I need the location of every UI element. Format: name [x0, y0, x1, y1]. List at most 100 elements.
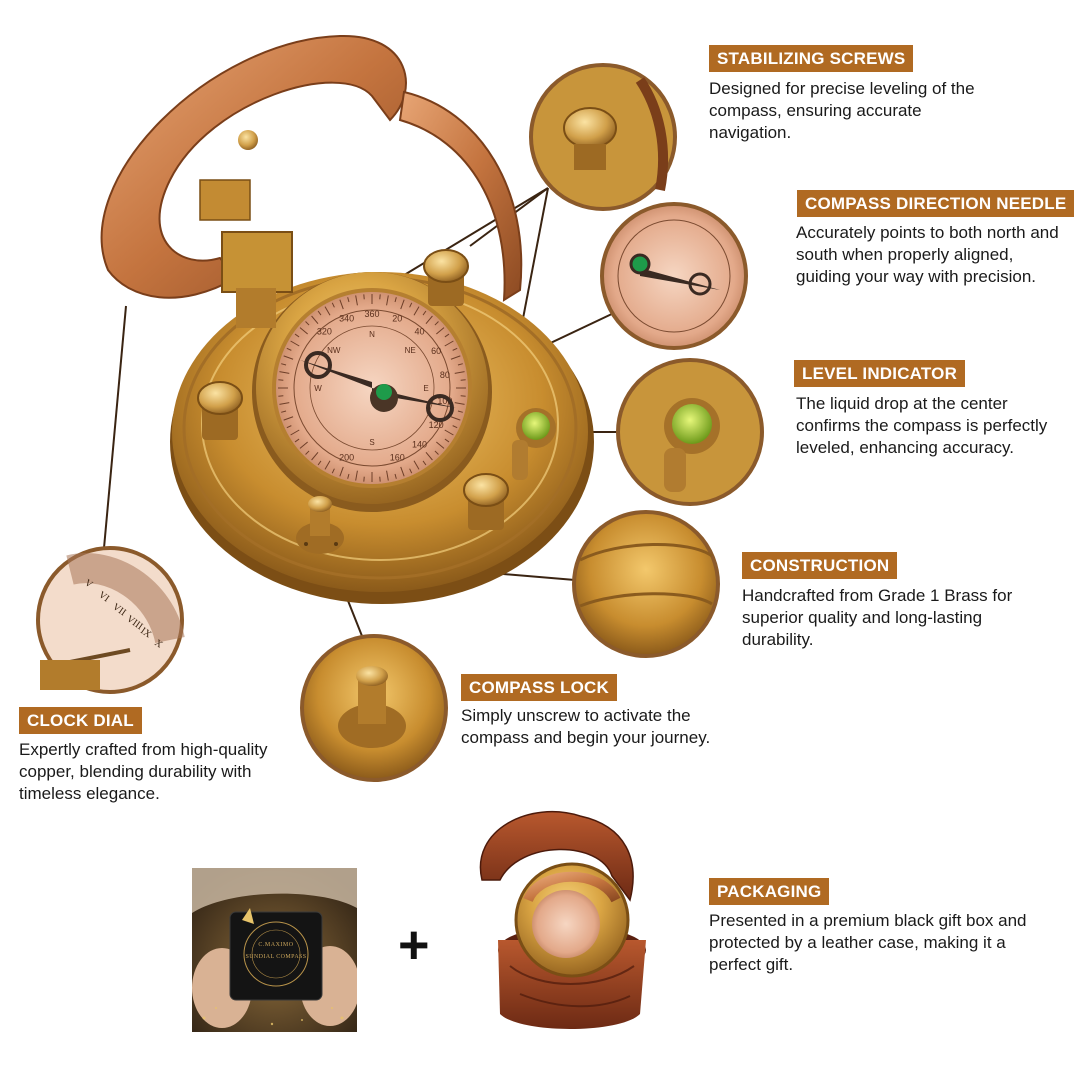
dial-tick: [305, 321, 310, 326]
dial-tick: [413, 460, 420, 470]
dial-tick: [450, 355, 461, 360]
dial-tick: [311, 315, 319, 324]
level-indicator-bubble: [512, 408, 556, 480]
dial-tick: [331, 302, 335, 308]
dial-tick: [400, 299, 405, 310]
dial-tick: [279, 371, 290, 374]
dial-cardinal-label: S: [369, 438, 374, 447]
dial-tick: [347, 473, 350, 479]
dial-tick: [294, 333, 300, 338]
dial-tick: [286, 347, 292, 351]
dial-tick: [450, 416, 461, 421]
dial-tick: [436, 327, 445, 335]
dial-tick: [281, 410, 287, 413]
stabilizing-screws-text: Designed for precise leveling of the com…: [709, 79, 975, 142]
dial-tick: [457, 363, 463, 366]
dial-tick: [409, 302, 413, 308]
level-indicator-title: LEVEL INDICATOR: [794, 360, 966, 387]
dial-tick: [324, 306, 331, 316]
dial-tick: [409, 468, 413, 474]
dial-tick: [436, 441, 445, 449]
dial-tick: [434, 321, 439, 326]
stabilizing-screw-top: [423, 249, 469, 306]
sundial-ring: [100, 34, 523, 328]
dial-tick: [339, 299, 344, 310]
dial-degree-label: 60: [431, 346, 441, 356]
packaging-text: Presented in a premium black gift box an…: [709, 911, 1027, 974]
dial-tick: [347, 297, 350, 303]
construction-title: CONSTRUCTION: [742, 552, 898, 579]
dial-tick: [444, 429, 454, 436]
dial-tick: [299, 327, 308, 335]
dial-tick: [444, 340, 454, 347]
callout-construction: [572, 510, 720, 658]
dial-tick: [386, 295, 389, 306]
construction-text: Handcrafted from Grade 1 Brass for super…: [742, 586, 1013, 649]
dial-degree-label: 320: [317, 326, 332, 336]
dial-tick: [425, 315, 433, 324]
dial-tick: [281, 363, 287, 366]
clock-dial-text: Expertly crafted from high-quality coppe…: [19, 740, 268, 803]
dial-tick: [386, 470, 389, 481]
plus-sign: +: [398, 915, 430, 975]
stabilizing-screw-left: [197, 381, 243, 440]
callout-stabilizing-screws: [529, 63, 677, 211]
dial-degree-label: 80: [440, 370, 450, 380]
dial-degree-label: 160: [390, 453, 405, 463]
dial-degree-label: 20: [392, 313, 402, 323]
callout-compass-lock: [300, 634, 448, 782]
dial-tick: [413, 306, 420, 316]
dial-tick: [290, 429, 300, 436]
dial-tick: [425, 452, 433, 461]
compass-lock-knob: [296, 496, 344, 554]
dial-tick: [311, 452, 319, 461]
dial-tick: [454, 371, 465, 374]
dial-tick: [283, 416, 294, 421]
dial-tick: [324, 460, 331, 470]
compass-needle: [300, 351, 456, 422]
dial-tick: [305, 450, 310, 455]
sundial-numeral: VI: [96, 589, 111, 604]
dial-tick: [452, 347, 458, 351]
dial-tick: [286, 425, 292, 429]
dial-cardinal-label: NW: [327, 346, 341, 355]
dial-degree-label: 340: [339, 313, 354, 323]
dial-tick: [283, 355, 294, 360]
dial-tick: [317, 460, 322, 466]
dial-cardinal-label: E: [423, 384, 428, 393]
compass-ticks: [278, 294, 466, 482]
stabilizing-screws-title: STABILIZING SCREWS: [709, 45, 914, 72]
dial-tick: [290, 340, 300, 347]
dial-tick: [394, 473, 397, 479]
dial-degree-label: 360: [364, 309, 379, 319]
gift-box-brand: C.MAXIMO: [258, 942, 294, 948]
callout-level-indicator: [616, 358, 764, 506]
dial-tick: [355, 295, 358, 306]
gift-box-photo: C.MAXIMO SUNDIAL COMPASS: [192, 868, 357, 1032]
dial-tick: [434, 450, 439, 455]
dial-tick: [339, 466, 344, 477]
dial-tick: [299, 441, 308, 449]
dial-degree-label: 40: [415, 326, 425, 336]
dial-tick: [444, 333, 450, 338]
dial-degree-label: 100: [437, 396, 452, 406]
dial-cardinal-label: W: [314, 384, 322, 393]
dial-degree-label: 140: [412, 440, 427, 450]
leather-case: [479, 811, 646, 1029]
dial-degree-label: 200: [339, 453, 354, 463]
gift-box-product: SUNDIAL COMPASS: [245, 954, 307, 960]
stabilizing-screw-right: [463, 473, 509, 530]
clock-dial-title: CLOCK DIAL: [19, 707, 142, 734]
dial-tick: [444, 438, 450, 443]
callout-direction-needle: [600, 202, 748, 350]
dial-tick: [394, 297, 397, 303]
dial-tick: [452, 425, 458, 429]
dial-tick: [457, 410, 463, 413]
compass-lock-title: COMPASS LOCK: [461, 674, 617, 701]
dial-cardinal-label: N: [369, 330, 375, 339]
level-indicator-text: The liquid drop at the center confirms t…: [796, 394, 1048, 457]
dial-tick: [294, 438, 300, 443]
